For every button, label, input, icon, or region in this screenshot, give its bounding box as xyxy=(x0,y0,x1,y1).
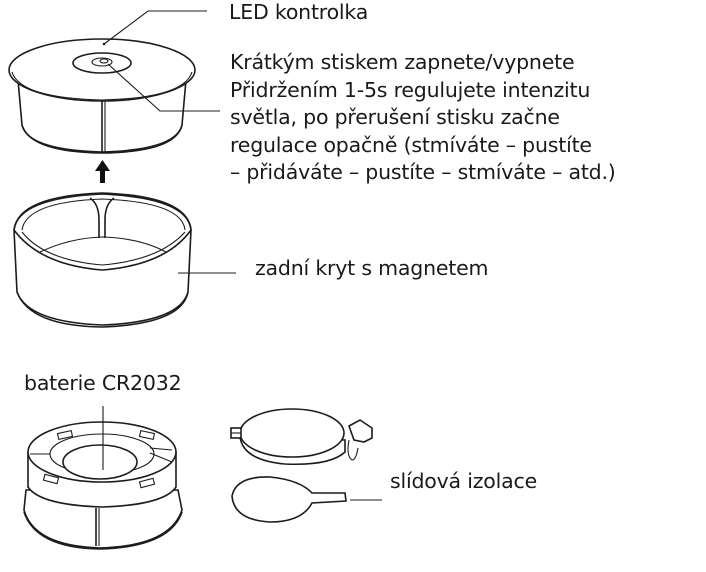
mica-insulation-label: slídová izolace xyxy=(390,469,537,493)
back-cover-label: zadní kryt s magnetem xyxy=(255,256,489,280)
led-indicator-label: LED kontrolka xyxy=(229,0,369,24)
leader-line-led xyxy=(103,10,207,45)
button-description: Krátkým stiskem zapnete/vypnete Přidržen… xyxy=(230,49,616,187)
leader-line-button xyxy=(107,63,220,112)
back-cover-illustration xyxy=(13,192,192,328)
description-line: Přidržením 1-5s regulujete intenzitu xyxy=(230,77,591,102)
description-line: regulace opačně (stmíváte – pustíte xyxy=(230,132,592,157)
battery-holder-illustration xyxy=(23,421,183,550)
description-line: světla, po přerušení stisku začne xyxy=(230,105,560,129)
mica-insulation-illustration xyxy=(231,476,347,523)
battery-label: baterie CR2032 xyxy=(24,371,182,395)
lamp-top-illustration xyxy=(8,38,196,154)
description-line: Krátkým stiskem zapnete/vypnete xyxy=(230,50,575,74)
arrow-up-icon xyxy=(95,160,110,183)
description-line: – přidáváte – pustíte – stmíváte – atd.) xyxy=(230,160,616,184)
battery-cell-illustration xyxy=(230,408,373,466)
